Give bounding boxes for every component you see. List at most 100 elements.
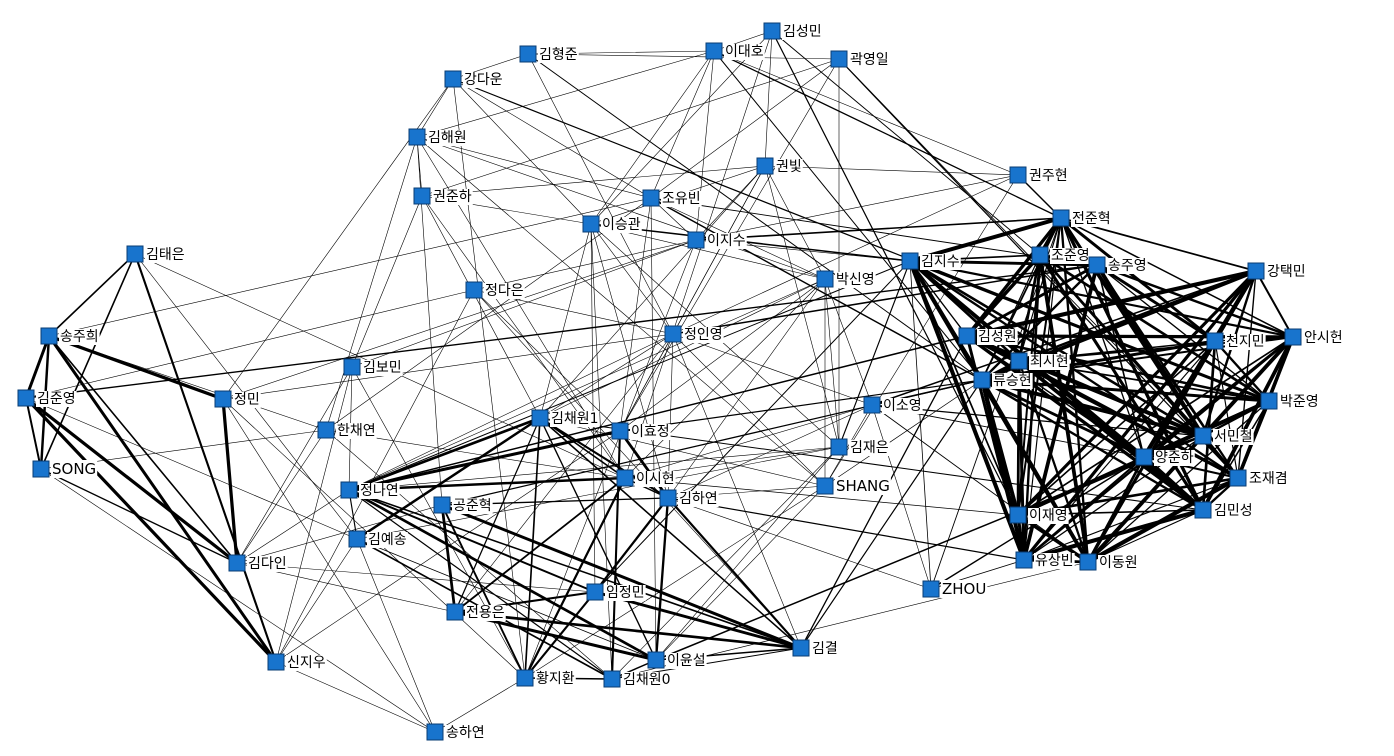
node[interactable]: 이효정	[611, 422, 671, 440]
node[interactable]: 김준영	[17, 389, 77, 407]
node-label: 이소영	[883, 398, 922, 414]
edge	[1087, 509, 1204, 563]
node-label-background	[484, 283, 525, 299]
node-marker	[1009, 506, 1027, 524]
node[interactable]: 김다인	[228, 554, 288, 572]
node[interactable]: 전용은	[446, 603, 506, 621]
node[interactable]: 이지수	[687, 231, 747, 249]
edge	[650, 58, 840, 199]
node[interactable]: 신지우	[267, 653, 327, 671]
node[interactable]: 이재영	[1009, 506, 1069, 524]
node[interactable]: 유상빈	[1015, 551, 1075, 569]
node[interactable]: 김채원0	[603, 670, 672, 688]
node[interactable]: 송주영	[1088, 256, 1148, 274]
node[interactable]: 이승관	[582, 215, 642, 233]
node[interactable]: 김결	[792, 639, 839, 657]
node[interactable]: 이소영	[863, 396, 923, 414]
node[interactable]: SHANG	[816, 477, 891, 495]
edge	[980, 378, 1205, 512]
node[interactable]: 이시현	[616, 469, 676, 487]
node[interactable]: 김하연	[659, 489, 719, 507]
node[interactable]: 권빛	[756, 157, 803, 175]
node-marker	[1052, 209, 1070, 227]
node[interactable]: 조준영	[1031, 246, 1091, 264]
node[interactable]: 강택민	[1247, 262, 1307, 280]
node[interactable]: 정나연	[340, 481, 400, 499]
node[interactable]: 전준혁	[1052, 209, 1112, 227]
edge	[1017, 336, 1294, 516]
node-label-background	[1279, 394, 1320, 410]
edge	[473, 289, 621, 432]
node[interactable]: 양준하	[1135, 448, 1195, 466]
node-marker	[228, 554, 246, 572]
node[interactable]: 최시현	[1010, 352, 1070, 370]
node[interactable]: 곽영일	[830, 50, 890, 68]
node[interactable]: 이윤설	[647, 651, 707, 669]
node[interactable]: 공준혁	[433, 496, 493, 514]
edge	[275, 366, 353, 663]
node[interactable]: 권준하	[413, 187, 473, 205]
node-marker	[863, 396, 881, 414]
node[interactable]: 서민철	[1194, 427, 1254, 445]
node[interactable]: SONG	[32, 460, 98, 478]
node-label: 박준영	[1280, 394, 1319, 410]
node[interactable]: 조재겸	[1229, 469, 1289, 487]
node[interactable]: 한채연	[317, 421, 377, 439]
node[interactable]: 이동원	[1079, 553, 1139, 571]
node[interactable]: 김성원	[958, 327, 1018, 345]
node[interactable]: 황지환	[516, 669, 576, 687]
node-label: 강다운	[464, 72, 503, 88]
node-marker	[603, 670, 621, 688]
edge	[25, 289, 475, 399]
node[interactable]: 안시헌	[1284, 328, 1344, 346]
node[interactable]: 김예송	[348, 530, 408, 548]
node[interactable]: 김채원1	[531, 409, 600, 427]
node[interactable]: 김민성	[1194, 501, 1254, 519]
node-label: 김준영	[37, 391, 76, 407]
node[interactable]: 박신영	[816, 270, 876, 288]
node[interactable]: 강다운	[444, 70, 504, 88]
edge	[48, 335, 327, 431]
edge	[539, 417, 802, 649]
node-label: 권주현	[1029, 168, 1068, 184]
node[interactable]: 김형준	[519, 45, 579, 63]
node-label-background	[849, 440, 890, 456]
node[interactable]: 류승현	[973, 371, 1033, 389]
edge	[650, 50, 715, 199]
node-label-background	[1248, 471, 1289, 487]
edge	[590, 50, 715, 225]
node[interactable]: 권주현	[1009, 166, 1069, 184]
node[interactable]: 조유빈	[642, 189, 702, 207]
edge	[416, 136, 826, 487]
edge	[348, 446, 840, 491]
node[interactable]: 김지수	[901, 252, 961, 270]
node[interactable]: 이대호	[705, 42, 765, 60]
node[interactable]: 김재은	[830, 438, 890, 456]
node-label: 전용은	[466, 605, 505, 621]
node-label: 조재겸	[1249, 471, 1288, 487]
node[interactable]: 김해원	[408, 128, 468, 146]
node-label-background	[336, 423, 377, 439]
node[interactable]: 정인영	[664, 325, 724, 343]
node[interactable]: 박준영	[1260, 392, 1320, 410]
node[interactable]: 김태은	[126, 245, 186, 263]
node[interactable]: 김성민	[763, 22, 823, 40]
edge	[236, 504, 443, 564]
node[interactable]: 김보민	[343, 358, 403, 376]
node[interactable]: 천지민	[1206, 332, 1266, 350]
node-label-background	[775, 159, 803, 175]
edge	[40, 468, 436, 733]
edge	[222, 78, 454, 400]
node[interactable]: 송주희	[40, 327, 100, 345]
node[interactable]: 임정민	[586, 583, 646, 601]
node[interactable]: 정다은	[465, 281, 525, 299]
edge	[624, 404, 873, 479]
node[interactable]: 정민	[214, 390, 261, 408]
edge	[824, 379, 983, 487]
node[interactable]: 송하연	[426, 723, 486, 741]
node-label: 조준영	[1051, 248, 1090, 264]
node-label-background	[445, 725, 486, 741]
node[interactable]: ZHOU	[922, 580, 988, 598]
edge	[619, 333, 674, 432]
node-label: 이재영	[1029, 508, 1068, 524]
